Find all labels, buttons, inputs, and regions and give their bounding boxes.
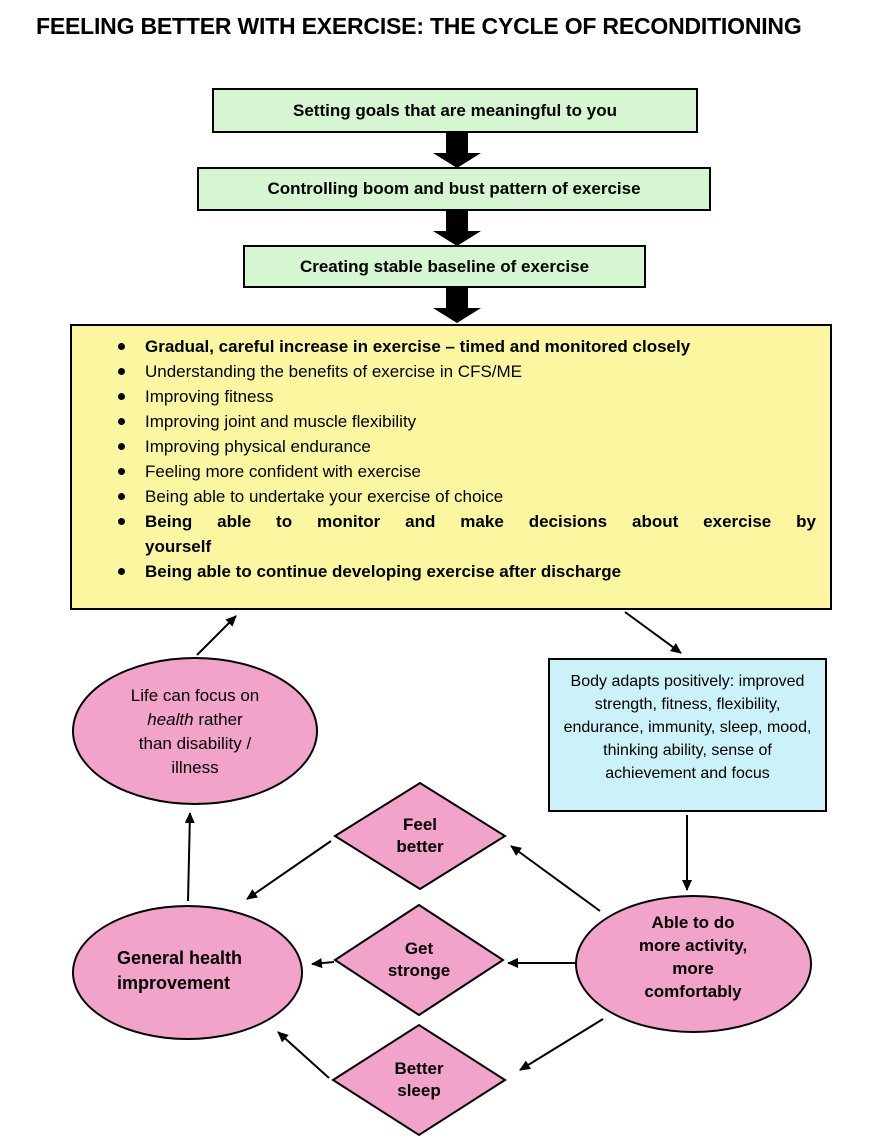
better-sleep-line2: sleep [397,1081,441,1100]
body-adapts-box: Body adapts positively: improved strengt… [548,658,827,812]
benefits-box: Gradual, careful increase in exercise – … [70,324,832,610]
benefit-item: Being able to undertake your exercise of… [118,484,816,509]
get-stronge-text: Get stronge [369,938,469,982]
benefits-list: Gradual, careful increase in exercise – … [72,334,830,584]
body-adapts-text: Body adapts positively: improved strengt… [563,673,812,782]
life-focus-line2-rest: rather [198,710,243,729]
flow-box-label: Setting goals that are meaningful to you [293,100,617,120]
get-stronge-line2: stronge [387,961,451,980]
arrow-better-sleep-to-general-health [277,1031,330,1079]
flow-box-label: Creating stable baseline of exercise [299,256,590,276]
life-focus-line2: health rather [95,708,295,732]
flow-box-stable-baseline: Creating stable baseline of exercise [243,245,646,288]
arrow-life-to-benefits [196,615,237,656]
block-arrow-down-3 [433,287,481,323]
able-more-activity-text: Able to do more activity, more comfortab… [603,911,783,1001]
arrow-able-to-feel-better [510,845,601,912]
benefit-item: Improving fitness [118,384,816,409]
general-health-line1: General health [117,948,243,968]
benefit-item-line1: Being able to monitor and make decisions… [145,512,816,531]
flow-box-setting-goals: Setting goals that are meaningful to you [212,88,698,133]
general-health-line2: improvement [117,973,231,993]
benefit-item: Improving physical endurance [118,434,816,459]
life-focus-text: Life can focus on health rather than dis… [95,684,295,780]
benefit-item-line2: yourself [145,537,212,556]
block-arrow-down-2 [433,210,481,246]
flow-box-label: Controlling boom and bust pattern of exe… [267,179,641,198]
life-focus-line1: Life can focus on [130,686,260,705]
arrow-benefits-to-adapts [624,611,682,654]
able-line3: more [672,959,714,978]
better-sleep-text: Better sleep [369,1058,469,1102]
better-sleep-line1: Better [394,1059,444,1078]
arrow-feel-better-to-general-health [246,840,332,900]
feel-better-text: Feel better [370,814,470,858]
benefit-item: Being able to monitor and make decisions… [118,509,816,559]
flow-box-boom-bust: Controlling boom and bust pattern of exe… [197,167,711,211]
able-line1: Able to do [651,913,735,932]
life-focus-italic-word: health [147,710,194,729]
arrow-get-stronge-to-general-health [311,958,335,969]
able-more-activity-ellipse [575,895,812,1033]
arrow-able-to-better-sleep [519,1018,604,1071]
general-health-ellipse [72,905,303,1040]
life-focus-ellipse [72,657,318,805]
feel-better-line2: better [396,837,444,856]
life-focus-line3: than disability / [138,734,252,753]
arrow-general-health-to-life [184,812,195,902]
able-line4: comfortably [644,982,742,1001]
feel-better-line1: Feel [402,815,438,834]
life-focus-line4: illness [171,758,219,777]
benefit-item: Feeling more confident with exercise [118,459,816,484]
general-health-text: General health improvement [117,946,293,996]
benefit-item: Being able to continue developing exerci… [118,559,816,584]
benefit-item: Gradual, careful increase in exercise – … [118,334,816,359]
benefit-item: Improving joint and muscle flexibility [118,409,816,434]
get-stronge-line1: Get [404,939,434,958]
benefit-item: Understanding the benefits of exercise i… [118,359,816,384]
block-arrow-down-1 [433,132,481,168]
page-title: FEELING BETTER WITH EXERCISE: THE CYCLE … [36,13,802,39]
able-line2: more activity, [638,936,748,955]
